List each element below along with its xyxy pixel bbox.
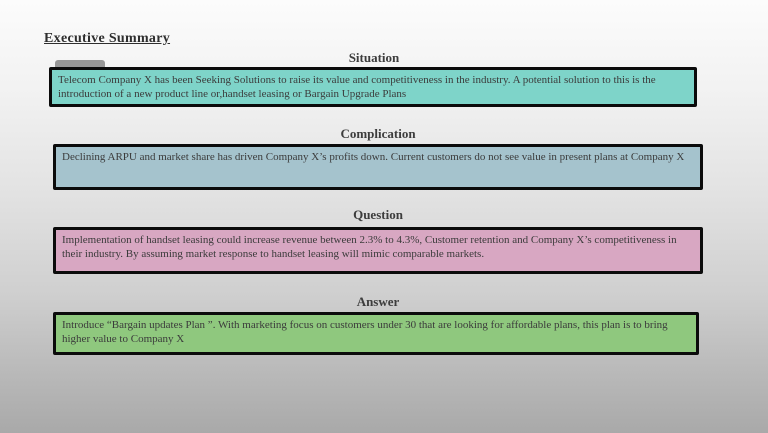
- section-heading-question: Question: [353, 207, 403, 222]
- section-question: Question Implementation of handset leasi…: [53, 207, 703, 274]
- section-situation: Situation Telecom Company X has been See…: [49, 50, 699, 107]
- section-heading-answer: Answer: [356, 294, 400, 309]
- section-answer: Answer Introduce “Bargain updates Plan ”…: [53, 294, 703, 355]
- section-heading-complication: Complication: [340, 126, 416, 141]
- situation-box[interactable]: Telecom Company X has been Seeking Solut…: [49, 67, 697, 107]
- complication-box[interactable]: Declining ARPU and market share has driv…: [53, 144, 703, 190]
- slide-title: Executive Summary: [44, 31, 171, 46]
- complication-text: Declining ARPU and market share has driv…: [62, 151, 685, 163]
- section-heading-situation: Situation: [348, 50, 400, 65]
- answer-text: Introduce “Bargain updates Plan ”. With …: [62, 319, 668, 345]
- gray-tab-shape: [55, 60, 105, 70]
- section-complication: Complication Declining ARPU and market s…: [53, 126, 703, 190]
- question-box[interactable]: Implementation of handset leasing could …: [53, 227, 703, 274]
- answer-box[interactable]: Introduce “Bargain updates Plan ”. With …: [53, 312, 699, 355]
- situation-text: Telecom Company X has been Seeking Solut…: [58, 74, 656, 100]
- question-text: Implementation of handset leasing could …: [62, 234, 677, 260]
